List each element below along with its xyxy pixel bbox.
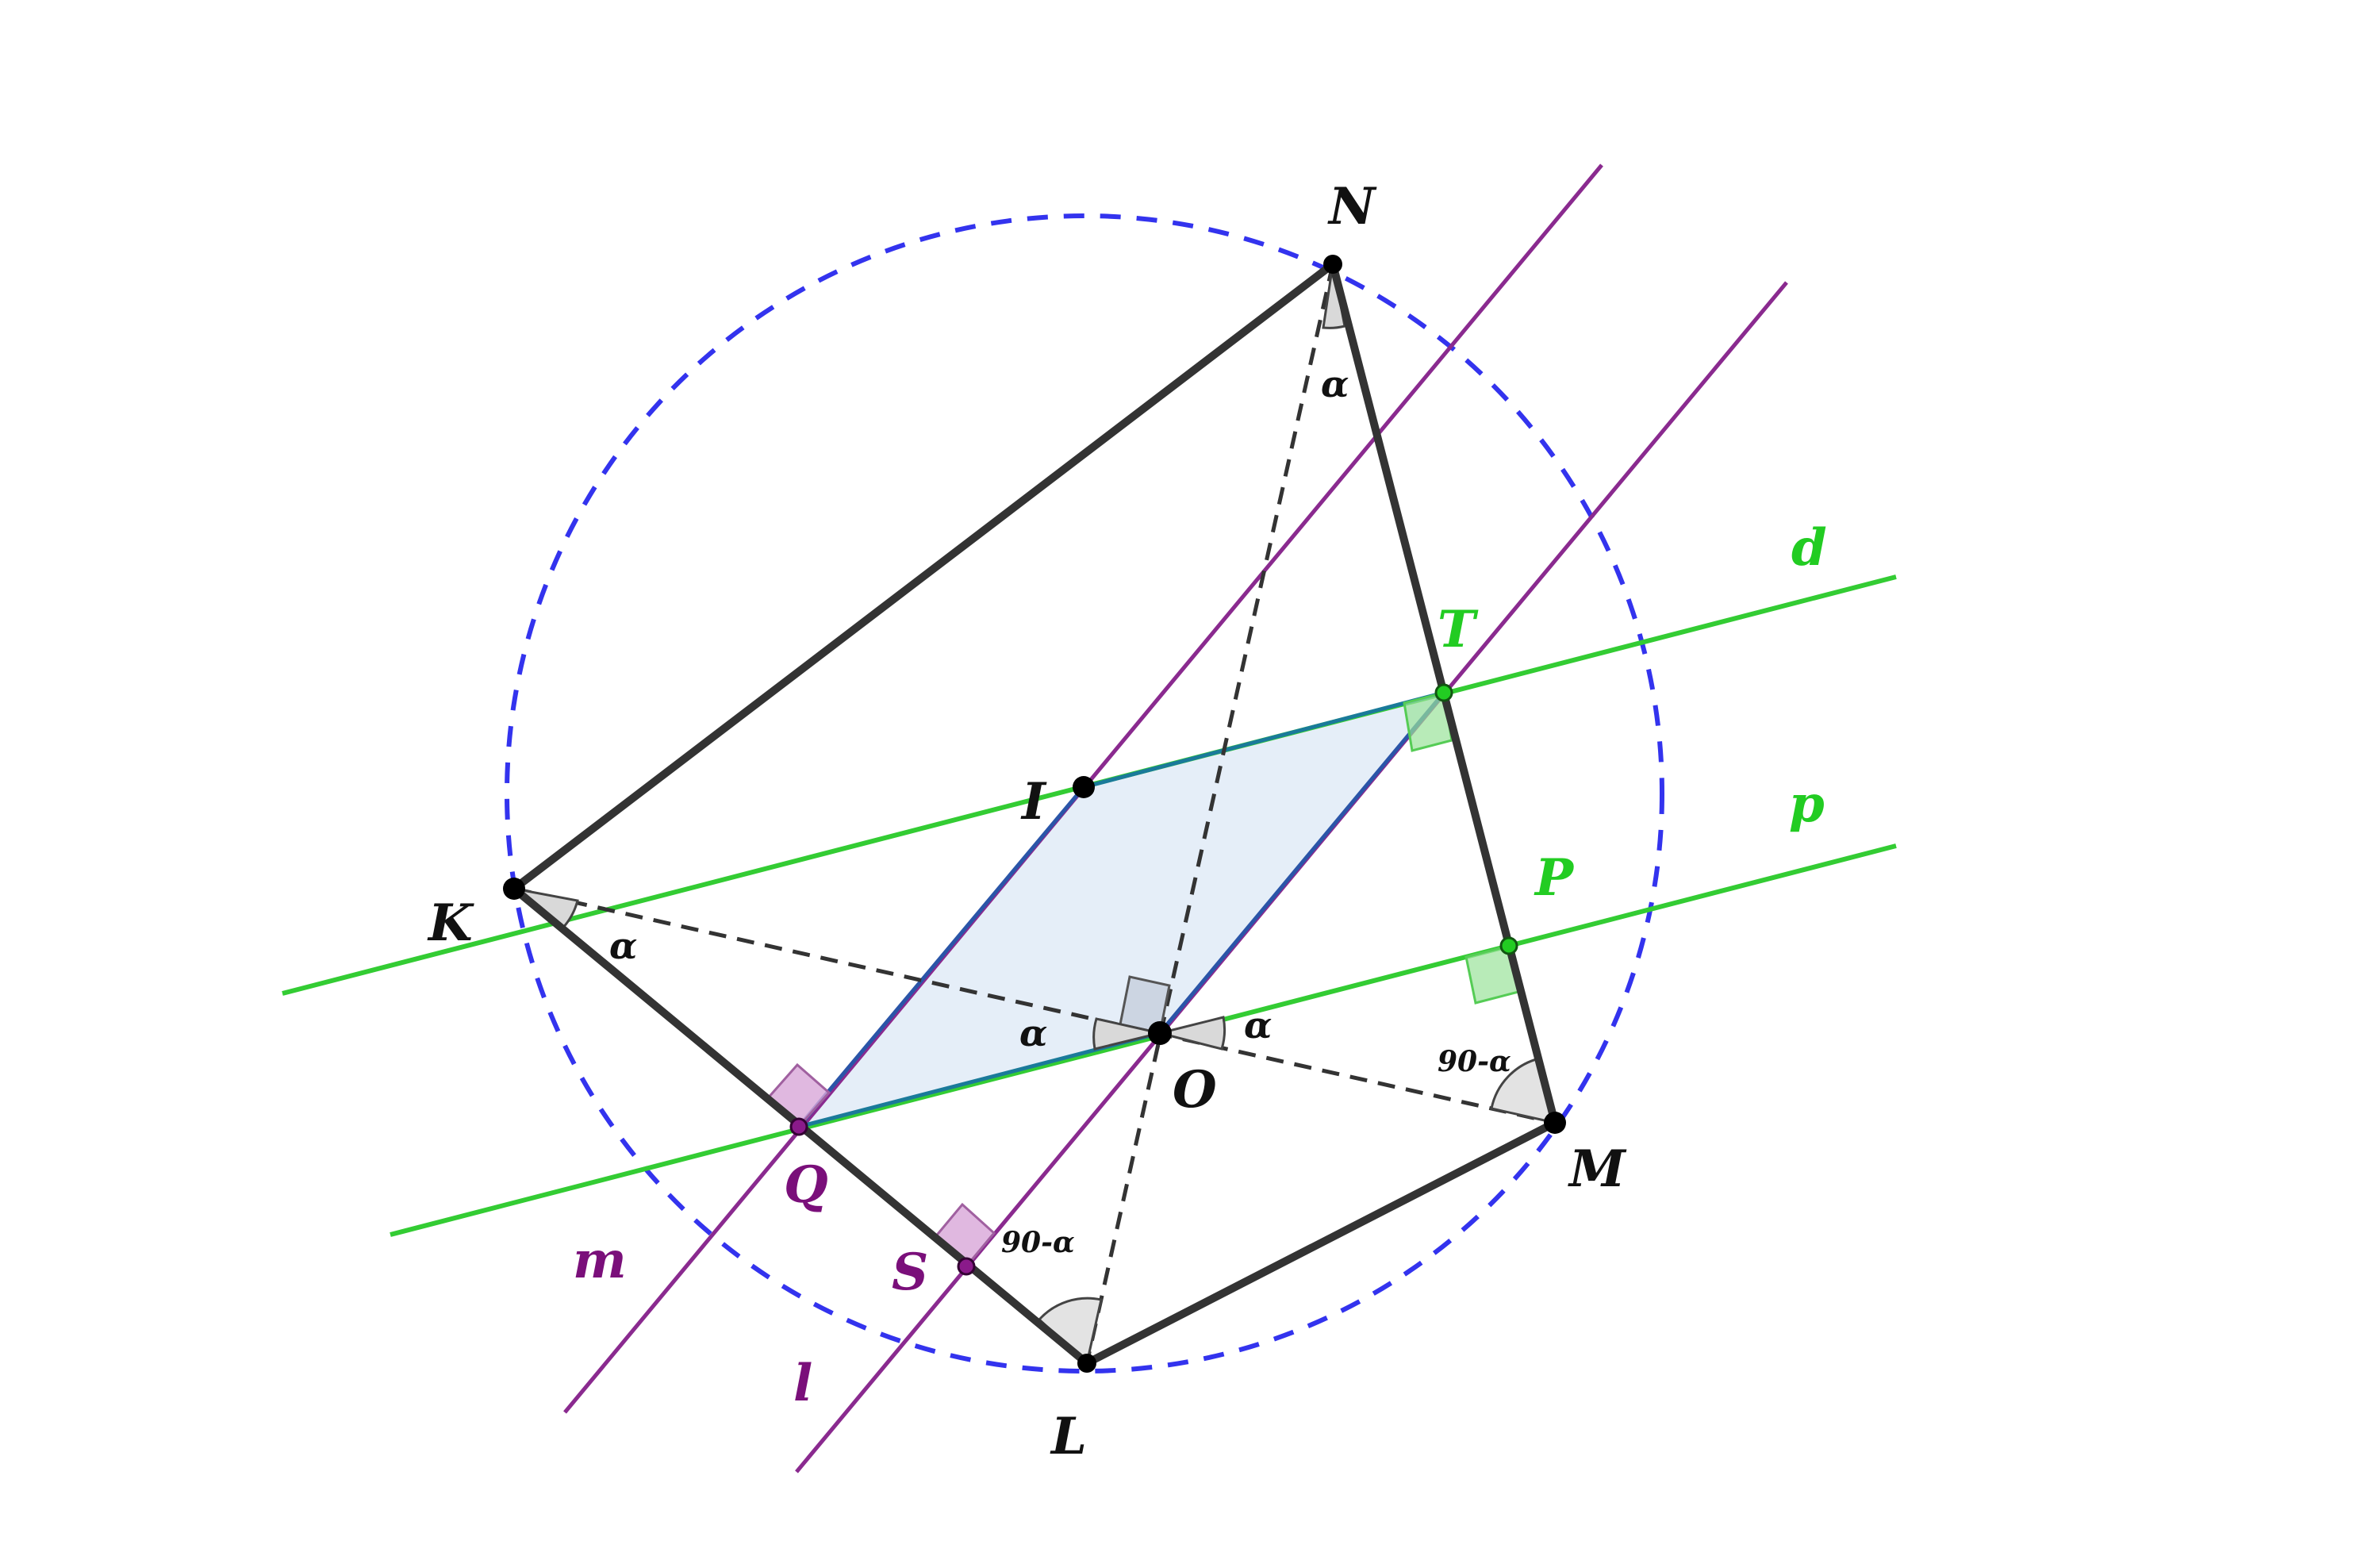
label-L: L	[1050, 1407, 1087, 1466]
point-L	[1077, 1354, 1096, 1373]
label-line-p: p	[1789, 774, 1825, 834]
angle-arc-O-right	[1159, 1016, 1226, 1051]
side-ML	[1083, 1119, 1559, 1367]
point-T	[1434, 683, 1453, 702]
angle-arc-O-left	[1092, 1017, 1161, 1051]
point-P	[1499, 936, 1518, 955]
label-S: S	[892, 1243, 928, 1302]
circumcircle	[505, 213, 1664, 1374]
label-Q: Q	[784, 1155, 828, 1215]
angle-arc-L	[1037, 1297, 1103, 1366]
label-alpha-K: α	[609, 924, 637, 967]
diagonal-NL	[1084, 263, 1335, 1364]
point-N	[1323, 255, 1342, 274]
label-I: I	[1020, 772, 1047, 832]
label-line-m: m	[573, 1231, 627, 1290]
edge-QI	[797, 786, 1085, 1128]
angle-arc-N	[1322, 263, 1346, 329]
point-S	[957, 1257, 976, 1276]
label-alpha-N: α	[1321, 363, 1349, 405]
label-O: O	[1173, 1060, 1217, 1120]
side-KN	[510, 260, 1337, 893]
label-alpha-O-left: α	[1019, 1012, 1047, 1055]
label-angle-S: 90-α	[1001, 1226, 1075, 1259]
label-P: P	[1534, 848, 1575, 908]
label-angle-M: 90-α	[1438, 1045, 1511, 1078]
label-N: N	[1327, 177, 1377, 236]
point-Q	[789, 1117, 808, 1136]
label-line-l: l	[793, 1354, 812, 1413]
edge-TO	[1158, 691, 1445, 1035]
label-T: T	[1438, 600, 1479, 659]
point-I	[1073, 776, 1095, 798]
line-p	[390, 843, 1897, 1237]
edge-IT	[1083, 690, 1445, 790]
label-line-d: d	[1791, 518, 1827, 578]
point-K	[503, 878, 525, 900]
point-O	[1148, 1021, 1172, 1045]
label-K: K	[427, 893, 474, 953]
label-alpha-O-right: α	[1244, 1004, 1272, 1047]
parallelogram-QITO	[799, 693, 1444, 1127]
label-M: M	[1568, 1139, 1627, 1199]
point-M	[1544, 1112, 1566, 1134]
diagonal-KM	[513, 886, 1556, 1125]
